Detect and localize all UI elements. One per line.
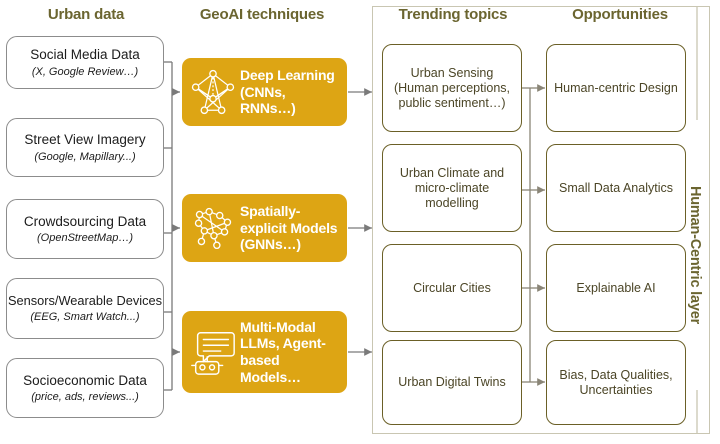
trending-topic-label: Urban Climate and micro-climate modellin…	[399, 165, 505, 210]
urban-data-box-crowdsourcing[interactable]: Crowdsourcing Data (OpenStreetMap…)	[6, 199, 164, 259]
trending-topic-label: Urban Digital Twins	[398, 375, 506, 389]
geoai-label: Spatially-explicit Models (GNNs…)	[240, 203, 338, 253]
geoai-label: Deep Learning (CNNs, RNNs…)	[240, 67, 335, 117]
opportunity-small-data-analytics[interactable]: Small Data Analytics	[546, 144, 686, 232]
geoai-box-spatially-explicit[interactable]: Spatially-explicit Models (GNNs…)	[182, 194, 347, 262]
opportunity-human-centric-design[interactable]: Human-centric Design	[546, 44, 686, 132]
urban-data-title: Social Media Data	[30, 47, 140, 63]
opportunity-bias-data-qualities[interactable]: Bias, Data Qualities, Uncertainties	[546, 340, 686, 425]
trending-topic-label: Circular Cities	[413, 280, 491, 295]
human-centric-layer-label: Human-Centric layer	[684, 130, 706, 380]
human-centric-layer-panel	[372, 6, 710, 434]
urban-data-source: (X, Google Review…)	[31, 65, 139, 78]
urban-data-box-socioeconomic[interactable]: Socioeconomic Data (price, ads, reviews.…	[6, 358, 164, 418]
opportunity-label: Human-centric Design	[554, 80, 678, 95]
urban-data-box-sensors[interactable]: Sensors/Wearable Devices (EEG, Smart Wat…	[6, 278, 164, 339]
opportunity-label: Small Data Analytics	[559, 180, 673, 195]
opportunity-label: Bias, Data Qualities, Uncertainties	[559, 367, 673, 397]
human-centric-layer-text: Human-Centric layer	[687, 185, 703, 325]
geoai-box-multimodal-llm[interactable]: Multi-Modal LLMs, Agent-based Models…	[182, 311, 347, 393]
trending-topic-urban-climate[interactable]: Urban Climate and micro-climate modellin…	[382, 144, 522, 232]
trending-topic-label: Urban Sensing (Human perceptions, public…	[393, 65, 511, 110]
graph-network-icon	[186, 201, 240, 255]
neural-network-icon	[186, 65, 240, 119]
column-heading-opportunities: Opportunities	[572, 6, 668, 23]
trending-topic-circular-cities[interactable]: Circular Cities	[382, 244, 522, 332]
trending-topic-urban-sensing[interactable]: Urban Sensing (Human perceptions, public…	[382, 44, 522, 132]
urban-data-title: Socioeconomic Data	[23, 372, 147, 388]
robot-chat-icon	[186, 325, 240, 379]
geoai-box-deep-learning[interactable]: Deep Learning (CNNs, RNNs…)	[182, 58, 347, 126]
column-heading-trending-topics: Trending topics	[398, 6, 508, 23]
column-heading-urban-data: Urban data	[47, 6, 125, 23]
urban-data-box-street-view[interactable]: Street View Imagery (Google, Mapillary..…	[6, 118, 164, 177]
trending-topic-urban-digital-twins[interactable]: Urban Digital Twins	[382, 340, 522, 425]
opportunity-label: Explainable AI	[576, 280, 656, 295]
urban-data-title: Sensors/Wearable Devices	[7, 292, 163, 308]
urban-data-source: (OpenStreetMap…)	[37, 232, 133, 245]
urban-data-title: Street View Imagery	[24, 132, 146, 148]
urban-data-box-social-media[interactable]: Social Media Data (X, Google Review…)	[6, 36, 164, 89]
urban-data-source: (EEG, Smart Watch...)	[30, 311, 140, 324]
geoai-label: Multi-Modal LLMs, Agent-based Models…	[240, 318, 326, 385]
urban-data-title: Crowdsourcing Data	[23, 213, 147, 229]
opportunity-explainable-ai[interactable]: Explainable AI	[546, 244, 686, 332]
urban-data-source: (Google, Mapillary...)	[34, 150, 136, 163]
urban-data-source: (price, ads, reviews...)	[31, 391, 139, 404]
column-heading-geoai-techniques: GeoAI techniques	[199, 6, 325, 23]
